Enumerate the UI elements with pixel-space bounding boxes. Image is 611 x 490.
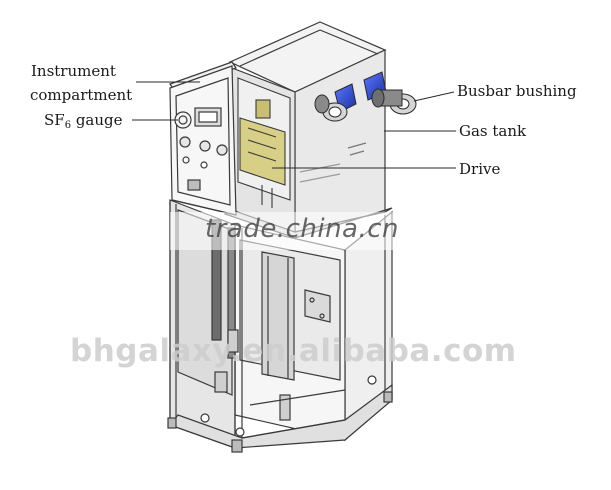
watermark-band <box>170 212 430 250</box>
label-instrument-line2: compartment <box>30 86 133 104</box>
busbar-bushings <box>314 71 417 122</box>
sf6-main: SF <box>44 111 65 129</box>
label-busbar-bushing: Busbar bushing <box>457 82 577 100</box>
drive-window <box>231 67 296 233</box>
lower-cabinet <box>167 199 393 453</box>
instrument-compartment <box>169 61 237 216</box>
leader-busbar <box>413 91 455 102</box>
watermark-tradechina: trade.china.cn <box>205 214 400 244</box>
label-drive: Drive <box>459 160 501 178</box>
label-sf6-gauge: SF6 gauge <box>44 111 123 135</box>
sf6-subscript: 6 <box>64 120 72 131</box>
leader-lines <box>132 81 456 169</box>
label-gas-tank: Gas tank <box>459 122 527 140</box>
sf6-rest: gauge <box>71 111 123 129</box>
watermark-site: bhgalaxy.en.alibaba.com <box>70 333 517 369</box>
label-instrument-line1: Instrument <box>31 62 116 80</box>
